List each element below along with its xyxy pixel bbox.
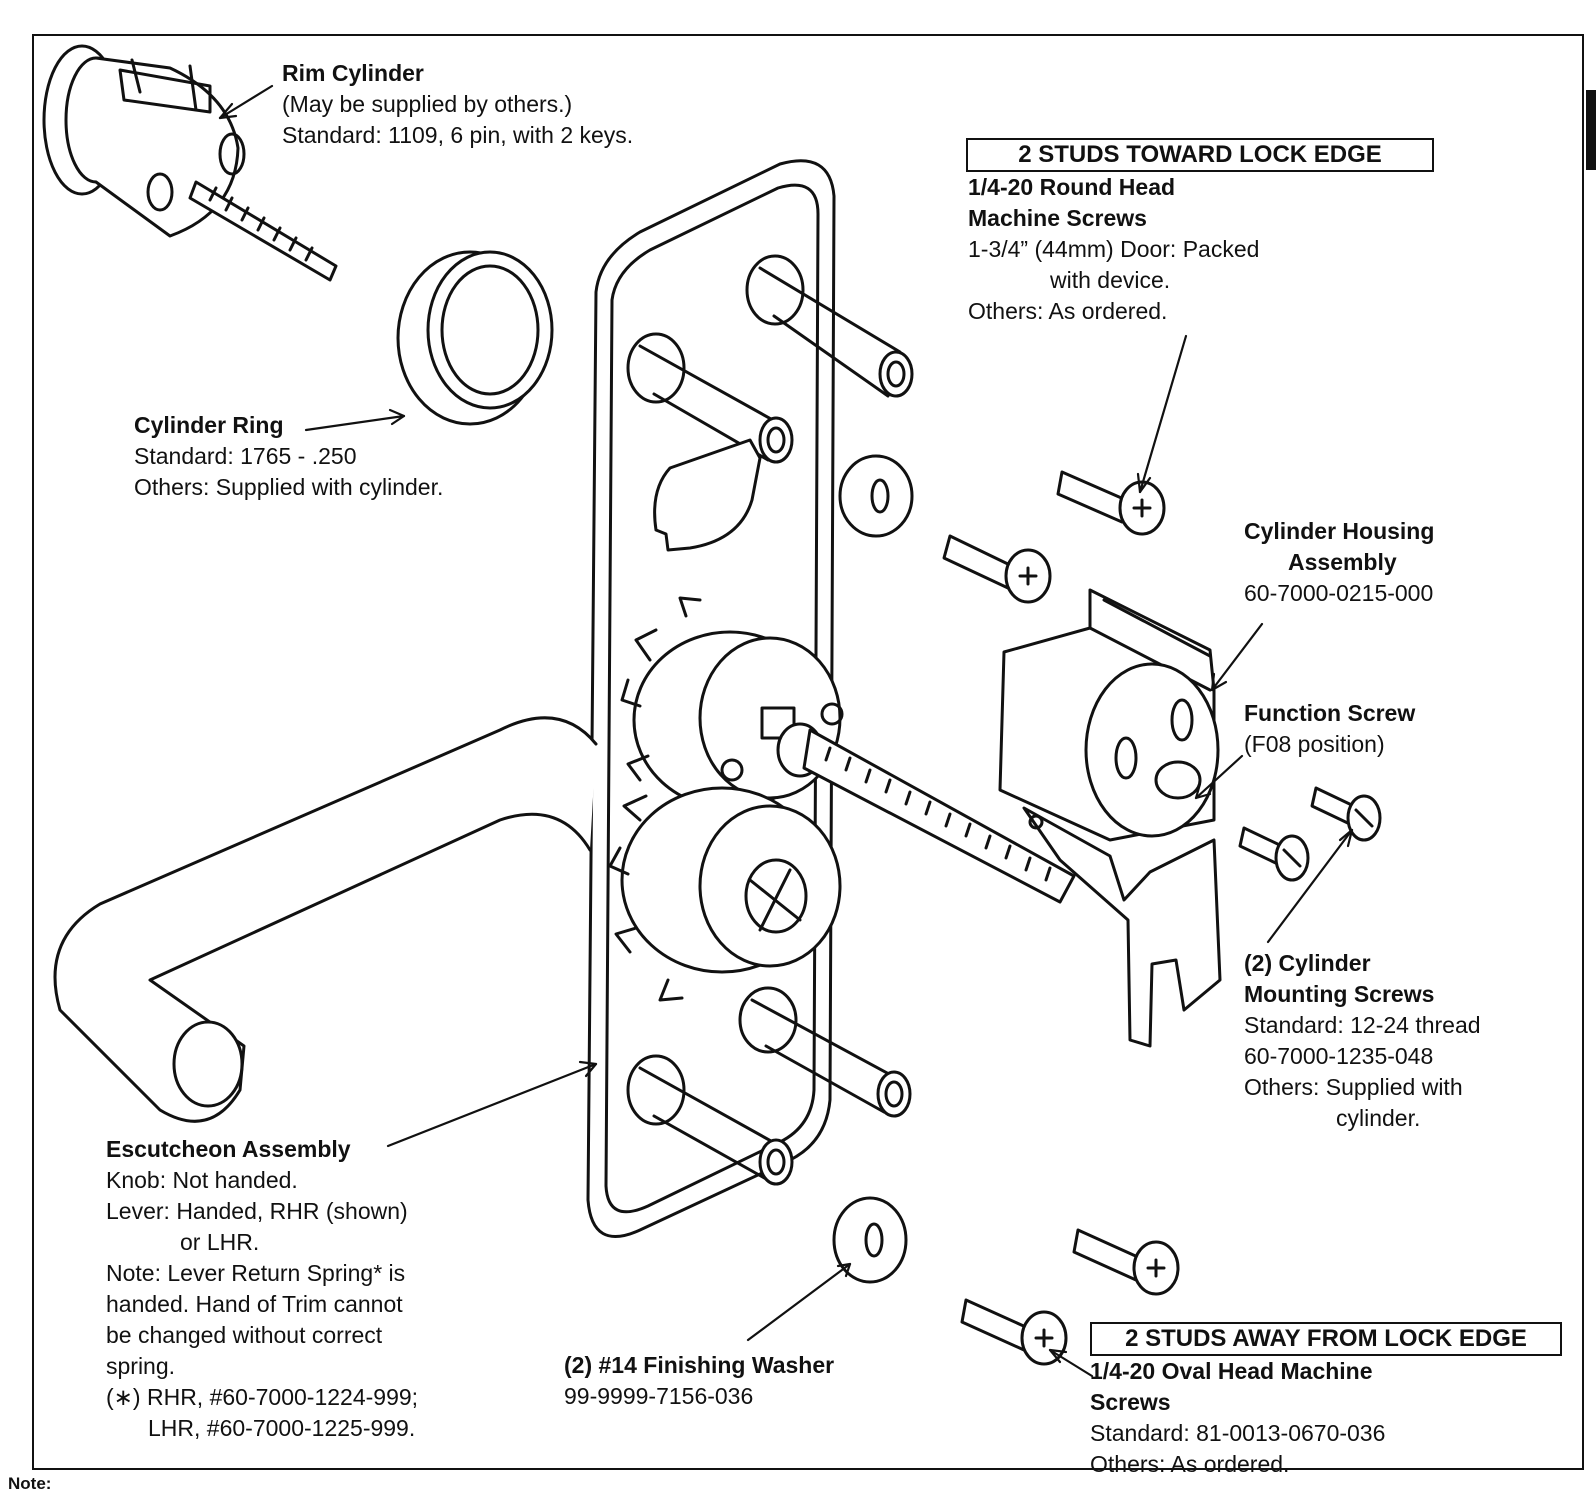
- escutcheon-line: LHR, #60-7000-1225-999.: [148, 1415, 416, 1441]
- finishing-washer-title: (2) #14 Finishing Washer: [564, 1352, 835, 1378]
- cylinder-ring-drawing: [396, 250, 554, 426]
- studs-away-callout: 1/4-20 Oval Head Machine Screws Standard…: [1090, 1356, 1385, 1480]
- studs-drawing: [626, 254, 914, 1186]
- escutcheon-line: or LHR.: [180, 1229, 260, 1255]
- studs-away-title: Screws: [1090, 1389, 1171, 1415]
- studs-toward-title: Machine Screws: [968, 205, 1147, 231]
- cylinder-housing-title: Cylinder Housing: [1244, 518, 1435, 544]
- oval-head-screws-drawing: [960, 1228, 1180, 1366]
- page-edge-mark: [1586, 90, 1596, 170]
- escutcheon-line: Lever: Handed, RHR (shown): [106, 1198, 408, 1224]
- studs-toward-callout: 1/4-20 Round Head Machine Screws 1-3/4” …: [968, 172, 1259, 327]
- cylinder-housing-part-no: 60-7000-0215-000: [1244, 580, 1434, 606]
- studs-away-line: Others: As ordered.: [1090, 1451, 1290, 1477]
- escutcheon-line: Knob: Not handed.: [106, 1167, 298, 1193]
- studs-toward-line: with device.: [1050, 267, 1171, 293]
- mounting-screws-line: cylinder.: [1336, 1105, 1421, 1131]
- cylinder-ring-callout: Cylinder Ring Standard: 1765 - .250 Othe…: [134, 410, 443, 503]
- studs-away-line: Standard: 81-0013-0670-036: [1090, 1420, 1386, 1446]
- rim-cylinder-callout: Rim Cylinder (May be supplied by others.…: [282, 58, 633, 151]
- cylinder-ring-line: Others: Supplied with cylinder.: [134, 474, 444, 500]
- rim-cylinder-line: (May be supplied by others.): [282, 91, 573, 117]
- escutcheon-line: handed. Hand of Trim cannot: [106, 1291, 403, 1317]
- cylinder-ring-line: Standard: 1765 - .250: [134, 443, 357, 469]
- cylinder-housing-title: Assembly: [1288, 549, 1397, 575]
- mounting-screws-callout: (2) Cylinder Mounting Screws Standard: 1…: [1244, 948, 1481, 1134]
- studs-toward-line: Others: As ordered.: [968, 298, 1168, 324]
- function-screw-callout: Function Screw (F08 position): [1244, 698, 1415, 760]
- finishing-washer-line: 99-9999-7156-036: [564, 1383, 754, 1409]
- cylinder-ring-title: Cylinder Ring: [134, 412, 284, 438]
- cylinder-housing-drawing: [998, 588, 1222, 1048]
- rim-cylinder-title: Rim Cylinder: [282, 60, 424, 86]
- studs-toward-header: 2 STUDS TOWARD LOCK EDGE: [966, 138, 1434, 172]
- escutcheon-title: Escutcheon Assembly: [106, 1136, 351, 1162]
- rim-cylinder-line: Standard: 1109, 6 pin, with 2 keys.: [282, 122, 634, 148]
- escutcheon-line: Note: Lever Return Spring* is: [106, 1260, 406, 1286]
- mounting-screws-drawing: [1238, 786, 1382, 882]
- round-head-screws-drawing: [942, 470, 1166, 604]
- mounting-screws-title: (2) Cylinder: [1244, 950, 1371, 976]
- diagram-frame: [32, 34, 1584, 1470]
- tailpiece-drawing: [776, 722, 1076, 904]
- escutcheon-callout: Escutcheon Assembly Knob: Not handed. Le…: [106, 1134, 418, 1444]
- mounting-screws-title: Mounting Screws: [1244, 981, 1435, 1007]
- escutcheon-line: be changed without correct: [106, 1322, 383, 1348]
- cam-plate-drawing: [653, 438, 762, 552]
- studs-away-header: 2 STUDS AWAY FROM LOCK EDGE: [1090, 1322, 1562, 1356]
- function-screw-title: Function Screw: [1244, 700, 1416, 726]
- studs-toward-line: 1-3/4” (44mm) Door: Packed: [968, 236, 1260, 262]
- studs-away-title: 1/4-20 Oval Head Machine: [1090, 1358, 1373, 1384]
- mounting-screws-line: Others: Supplied with: [1244, 1074, 1463, 1100]
- leader-lines: [218, 84, 1354, 1378]
- finishing-washer-callout: (2) #14 Finishing Washer 99-9999-7156-03…: [564, 1350, 834, 1412]
- function-screw-line: (F08 position): [1244, 731, 1385, 757]
- footer-note: Note:: [8, 1474, 52, 1493]
- cylinder-housing-callout: Cylinder Housing Assembly 60-7000-0215-0…: [1244, 516, 1434, 609]
- mounting-screws-line: Standard: 12-24 thread: [1244, 1012, 1481, 1038]
- mounting-screws-line: 60-7000-1235-048: [1244, 1043, 1434, 1069]
- lever-handle-drawing: [53, 716, 598, 1123]
- studs-toward-title: 1/4-20 Round Head: [968, 174, 1176, 200]
- escutcheon-line: (∗) RHR, #60-7000-1224-999;: [106, 1384, 419, 1410]
- escutcheon-line: spring.: [106, 1353, 176, 1379]
- finishing-washers-drawing: [832, 454, 914, 1284]
- rim-cylinder-drawing: [42, 44, 338, 282]
